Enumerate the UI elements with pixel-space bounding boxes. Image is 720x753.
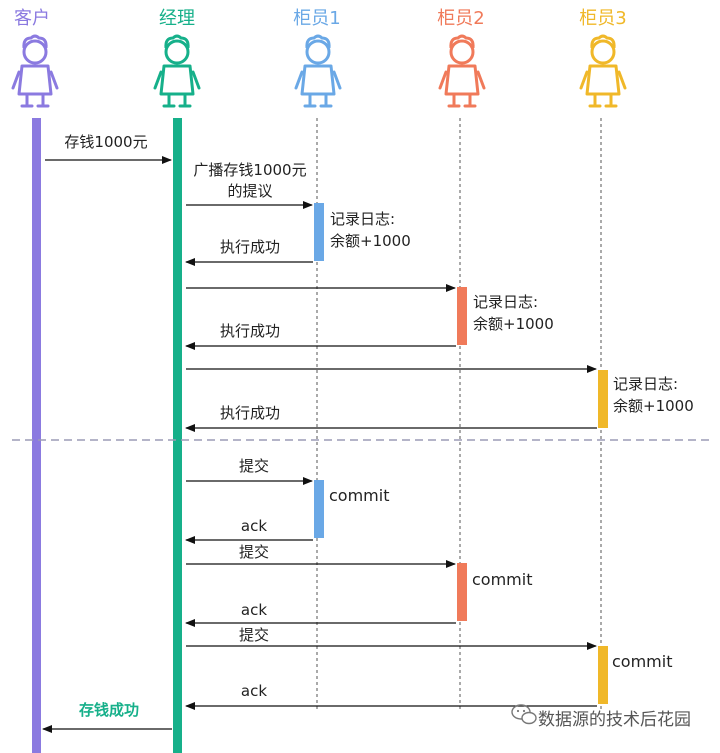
- teller3-person-icon: [579, 34, 627, 108]
- log-note-teller1-line2: 余额+1000: [330, 232, 411, 250]
- teller3-commit-activation: [598, 646, 608, 704]
- success-label-1: 执行成功: [220, 238, 280, 256]
- actor-title-teller2: 柜员2: [437, 8, 484, 29]
- log-note-teller2-line2: 余额+1000: [473, 315, 554, 333]
- actor-title-teller1: 柜员1: [293, 8, 340, 29]
- log-note-teller3-line2: 余额+1000: [613, 397, 694, 415]
- log-note-teller3-line1: 记录日志:: [613, 375, 678, 393]
- deposit-label: 存钱1000元: [64, 133, 147, 151]
- manager-lifeline: [173, 118, 182, 753]
- teller1-log-activation: [314, 203, 324, 261]
- commit-request-label-2: 提交: [239, 543, 269, 561]
- teller1-person-icon: [294, 34, 342, 108]
- commit-request-label-3: 提交: [239, 626, 269, 644]
- wechat-icon: [511, 704, 537, 725]
- client-lifeline: [32, 118, 41, 753]
- deposit-success-label: 存钱成功: [79, 701, 139, 719]
- teller2-person-icon: [438, 34, 486, 108]
- commit-note-teller3: commit: [612, 652, 672, 671]
- commit-request-label-1: 提交: [239, 457, 269, 475]
- commit-note-teller1: commit: [329, 486, 389, 505]
- broadcast-label-line2: 的提议: [227, 182, 272, 200]
- manager-person-icon: [153, 34, 201, 108]
- watermark-text: 数据源的技术后花园: [538, 710, 691, 730]
- commit-note-teller2: commit: [472, 570, 532, 589]
- log-note-teller2-line1: 记录日志:: [473, 293, 538, 311]
- success-label-3: 执行成功: [220, 404, 280, 422]
- teller2-commit-activation: [457, 563, 467, 621]
- ack-label-2: ack: [241, 601, 267, 619]
- client-person-icon: [11, 34, 59, 108]
- actor-title-teller3: 柜员3: [579, 8, 626, 29]
- teller2-log-activation: [457, 287, 467, 345]
- success-label-2: 执行成功: [220, 322, 280, 340]
- teller1-commit-activation: [314, 480, 324, 538]
- log-note-teller1-line1: 记录日志:: [330, 210, 395, 228]
- broadcast-label-line1: 广播存钱1000元: [193, 161, 306, 179]
- actor-title-client: 客户: [14, 8, 50, 29]
- ack-label-1: ack: [241, 517, 267, 535]
- actor-title-manager: 经理: [159, 8, 195, 29]
- teller3-log-activation: [598, 370, 608, 428]
- ack-label-3: ack: [241, 682, 267, 700]
